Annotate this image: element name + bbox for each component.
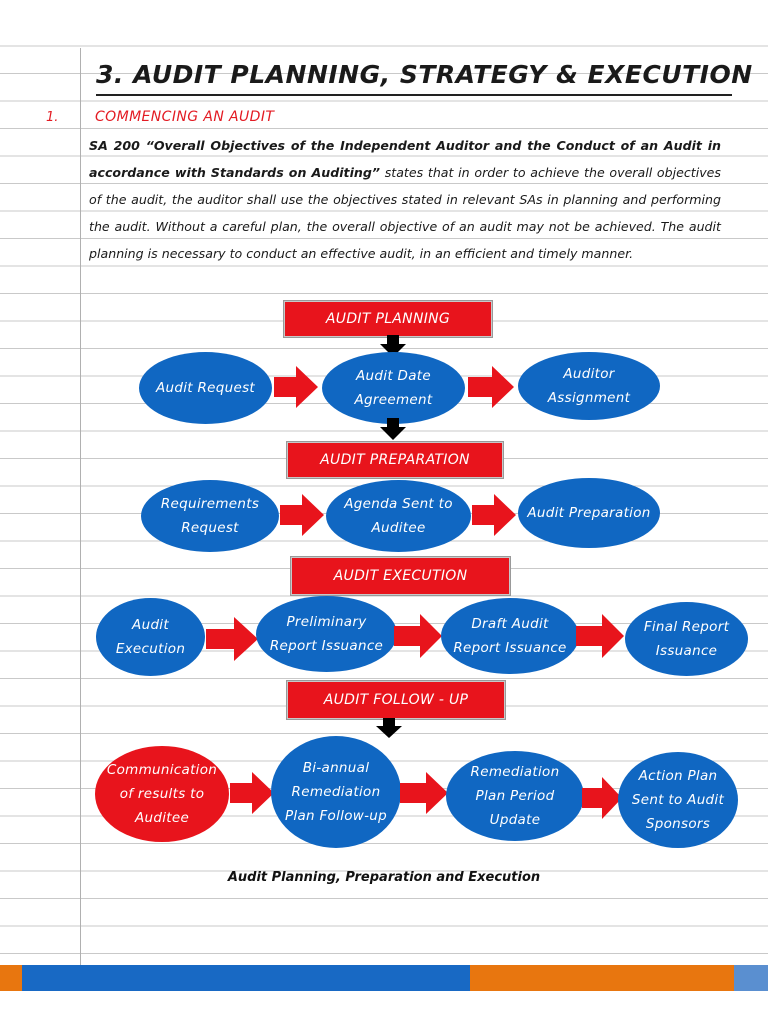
paragraph-bold-text: SA 200 “Overall Objectives of the Indepe… xyxy=(89,138,721,180)
stage-box-audit-execution: AUDIT EXECUTION xyxy=(291,557,510,595)
step-draft-audit-report-issuance: Draft Audit Report Issuance xyxy=(441,598,579,674)
margin-line xyxy=(80,48,81,968)
step-remediation-plan-period-update: Remediation Plan Period Update xyxy=(446,751,584,841)
right-arrow-9 xyxy=(400,772,448,814)
stage-box-audit-planning: AUDIT PLANNING xyxy=(284,301,492,337)
right-arrow-3 xyxy=(280,494,324,536)
step-action-plan-sent: Action Plan Sent to Audit Sponsors xyxy=(618,752,738,848)
step-communication-of-results: Communication of results to Auditee xyxy=(95,746,229,842)
section-number: 1. xyxy=(46,110,59,125)
down-arrow-3 xyxy=(376,718,402,738)
step-bi-annual-remediation-plan: Bi-annual Remediation Plan Follow-up xyxy=(271,736,401,848)
right-arrow-1 xyxy=(274,366,318,408)
footer-bar-end xyxy=(734,965,768,991)
down-arrow-1 xyxy=(380,335,406,357)
page-title: 3. AUDIT PLANNING, STRATEGY & EXECUTION xyxy=(96,60,753,89)
right-arrow-6 xyxy=(394,614,442,658)
diagram-caption: Audit Planning, Preparation and Executio… xyxy=(227,870,541,885)
section-title: COMMENCING AN AUDIT xyxy=(95,109,275,125)
right-arrow-8 xyxy=(230,772,274,814)
step-audit-date-agreement: Audit Date Agreement xyxy=(322,352,465,424)
step-agenda-sent-to-auditee: Agenda Sent to Auditee xyxy=(326,480,471,552)
right-arrow-4 xyxy=(472,494,516,536)
right-arrow-7 xyxy=(576,614,624,658)
step-audit-preparation: Audit Preparation xyxy=(518,478,660,548)
step-audit-execution: Audit Execution xyxy=(96,598,205,676)
title-underline xyxy=(96,94,732,96)
step-preliminary-report-issuance: Preliminary Report Issuance xyxy=(256,596,397,672)
intro-paragraph: SA 200 “Overall Objectives of the Indepe… xyxy=(89,132,721,267)
footer-bar-orange-right xyxy=(470,965,734,991)
stage-box-audit-follow-up: AUDIT FOLLOW - UP xyxy=(287,681,505,719)
down-arrow-2 xyxy=(380,418,406,440)
step-audit-request: Audit Request xyxy=(139,352,272,424)
step-final-report-issuance: Final Report Issuance xyxy=(625,602,748,676)
right-arrow-10 xyxy=(582,777,622,819)
step-auditor-assignment: Auditor Assignment xyxy=(518,352,660,420)
right-arrow-5 xyxy=(206,617,258,661)
stage-box-audit-preparation: AUDIT PREPARATION xyxy=(287,442,503,478)
footer-bar-orange-left xyxy=(0,965,22,991)
step-requirements-request: Requirements Request xyxy=(141,480,279,552)
paragraph-text: states that in order to achieve the over… xyxy=(89,165,721,261)
right-arrow-2 xyxy=(468,366,514,408)
